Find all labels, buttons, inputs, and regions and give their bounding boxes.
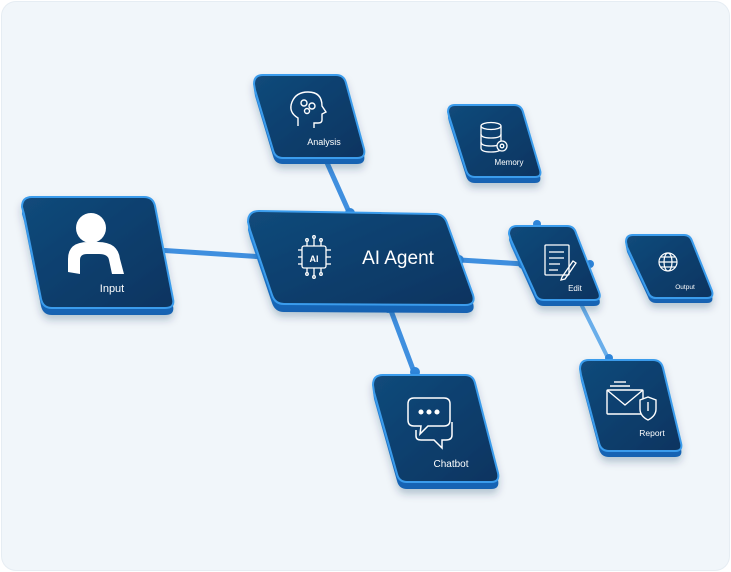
memory-label: Memory [495,158,524,167]
analysis-label: Analysis [307,137,341,147]
connector-agent-edit [460,260,524,264]
ai-chip-text: AI [310,254,319,264]
node-report[interactable]: Report [580,360,681,457]
node-output[interactable]: Output [626,235,712,303]
output-label: Output [675,284,695,291]
chatbot-label: Chatbot [433,459,468,470]
node-input[interactable]: Input [22,197,173,315]
edit-label: Edit [568,284,583,293]
input-label: Input [100,283,124,295]
node-edit[interactable]: Edit [509,226,600,306]
connector-agent-chatbot [390,308,414,372]
node-chatbot[interactable]: Chatbot [373,375,498,489]
connector-analysis-agent [324,156,349,212]
report-label: Report [639,428,665,438]
ai-agent-label: AI Agent [362,248,435,269]
node-ai-agent[interactable]: AI AI Agent [248,211,474,313]
node-memory[interactable]: Memory [448,105,540,183]
node-analysis[interactable]: Analysis [254,75,364,164]
connector-edit-report [580,302,608,358]
connector-input-agent [157,250,264,257]
